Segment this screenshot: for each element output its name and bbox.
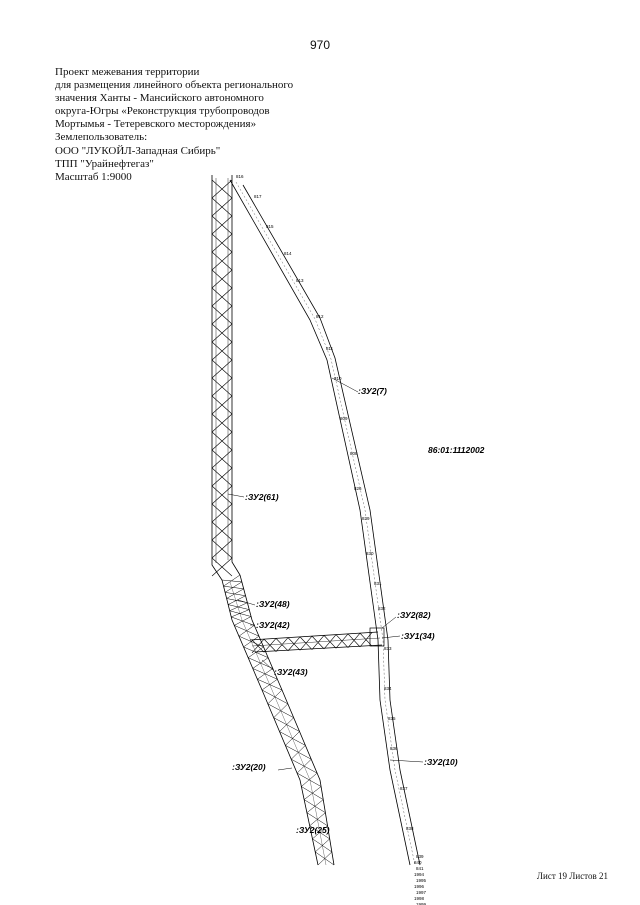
land-user-caption: Землепользователь: bbox=[55, 131, 148, 144]
title-line: для размещения линейного объекта региона… bbox=[55, 79, 294, 92]
land-user-division: ТПП "Урайнефтегаз" bbox=[55, 157, 154, 170]
point-number-label: 837 bbox=[400, 786, 408, 791]
leader-lines bbox=[227, 377, 424, 771]
point-number-label: 830 bbox=[366, 551, 374, 556]
title-block: Проект межевания территории для размещен… bbox=[55, 66, 315, 184]
point-number-label: 1996 bbox=[414, 884, 425, 889]
point-number-label: 812 bbox=[316, 314, 324, 319]
point-number-label: 832 bbox=[378, 606, 386, 611]
lower-left-corridor bbox=[221, 574, 335, 866]
cadastral-quarter-number: 86:01:1112002 bbox=[428, 445, 485, 455]
title-line: Мортымья - Тетеревского месторождения» bbox=[55, 118, 257, 131]
point-number-label: 1995 bbox=[416, 878, 427, 883]
point-number-label: 813 bbox=[296, 278, 304, 283]
point-number-label: 835 bbox=[388, 716, 396, 721]
parcel-label-zu2-7: :ЗУ2(7) bbox=[358, 386, 387, 396]
point-number-label: 815 bbox=[266, 224, 274, 229]
parcel-label-zu1-34: :ЗУ1(34) bbox=[401, 631, 435, 641]
land-user-company: ООО "ЛУКОЙЛ-Западная Сибирь" bbox=[55, 144, 221, 157]
point-number-label: 834 bbox=[384, 686, 392, 691]
point-number-label: 833 bbox=[384, 646, 392, 651]
title-line: Проект межевания территории bbox=[55, 66, 200, 78]
point-number-label: 831 bbox=[374, 581, 382, 586]
point-number-label: 814 bbox=[284, 251, 292, 256]
title-line: округа-Югры «Реконструкция трубопроводов bbox=[55, 105, 270, 118]
sheet-number: Лист 19 Листов 21 bbox=[536, 871, 608, 881]
point-number-label: 839 bbox=[416, 854, 424, 859]
point-number-label: 1994 bbox=[414, 872, 425, 877]
point-number-label: 810 bbox=[334, 376, 342, 381]
horizontal-corridor bbox=[249, 627, 385, 654]
point-number-label: 840 bbox=[414, 860, 422, 865]
point-number-label: 816 bbox=[236, 174, 244, 179]
point-number-label: 838 bbox=[406, 826, 414, 831]
point-number-label: 809 bbox=[340, 416, 348, 421]
map-scale: Масштаб 1:9000 bbox=[55, 170, 132, 183]
parcel-label-zu2-25: :ЗУ2(25) bbox=[296, 825, 330, 835]
point-number-label: 829 bbox=[362, 516, 370, 521]
point-number-label: 811 bbox=[326, 346, 334, 351]
title-line: значения Ханты - Мансийского автономного bbox=[55, 92, 264, 105]
point-number-label: 1999 bbox=[416, 902, 427, 905]
parcel-label-zu2-61: :ЗУ2(61) bbox=[245, 492, 279, 502]
parcel-label-zu2-10: :ЗУ2(10) bbox=[424, 757, 458, 767]
point-number-label: 808 bbox=[350, 451, 358, 456]
right-corridor bbox=[229, 179, 421, 866]
parcel-label-zu2-42: :ЗУ2(42) bbox=[256, 620, 290, 630]
point-number-label: 1997 bbox=[416, 890, 427, 895]
parcel-label-zu2-48: :ЗУ2(48) bbox=[256, 599, 290, 609]
parcel-label-zu2-82: :ЗУ2(82) bbox=[397, 610, 431, 620]
page-number: 970 bbox=[309, 38, 331, 52]
point-number-label: 826 bbox=[354, 486, 362, 491]
point-labels: 816 817 815 814 813 812 811 810 809 808 826 829 830 8… bbox=[236, 174, 427, 905]
point-number-label: 1998 bbox=[414, 896, 425, 901]
point-number-label: 836 bbox=[390, 746, 398, 751]
point-number-label: 817 bbox=[254, 194, 262, 199]
parcel-label-zu2-20: :ЗУ2(20) bbox=[232, 762, 266, 772]
point-number-label: 841 bbox=[416, 866, 424, 871]
left-corridor bbox=[211, 175, 241, 581]
parcel-label-zu2-43: :ЗУ2(43) bbox=[274, 667, 308, 677]
